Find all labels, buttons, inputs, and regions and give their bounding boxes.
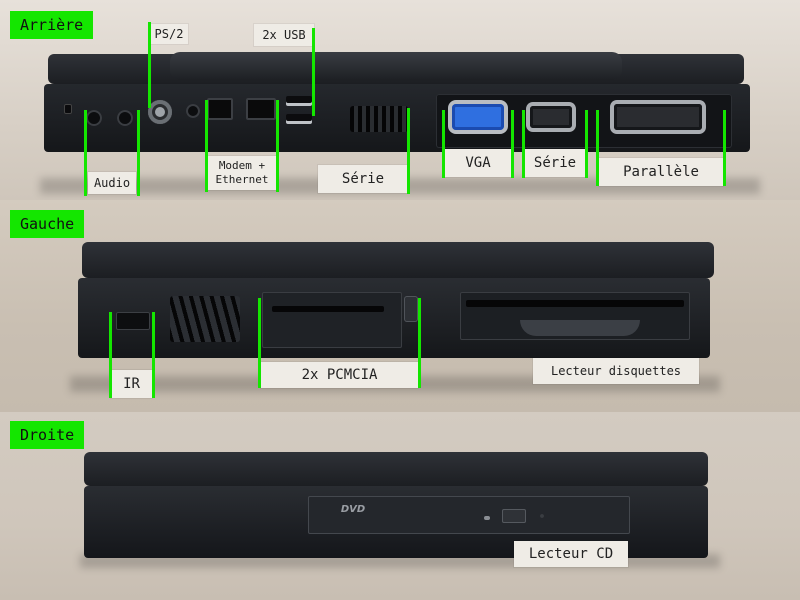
- section-label-left: Gauche: [10, 210, 85, 238]
- cd-emergency-eject: [540, 514, 544, 518]
- back-vent: [350, 106, 408, 132]
- floppy-slot: [466, 300, 684, 307]
- label-ps2: PS/2: [150, 24, 188, 44]
- pcmcia-eject-button: [404, 296, 418, 322]
- label-floppy: Lecteur disquettes: [533, 358, 699, 384]
- photo-right-view: DVD: [0, 412, 800, 600]
- callout-line-serie-back: [407, 108, 410, 194]
- dvd-logo: DVD: [340, 504, 366, 515]
- label-audio: Audio: [88, 172, 136, 194]
- callout-line-parallele-r: [723, 110, 726, 186]
- callout-line-ir-l: [109, 312, 112, 398]
- cd-drive-tray: [308, 496, 630, 534]
- callout-line-vga-l: [442, 110, 445, 178]
- usb-port-1: [286, 96, 312, 106]
- callout-line-pcmcia-r: [418, 298, 421, 388]
- ethernet-port: [246, 98, 276, 120]
- label-serie: Série: [524, 149, 586, 177]
- photo-back-view: [0, 0, 800, 200]
- vga-port: [452, 104, 504, 130]
- callout-line-ps2: [148, 22, 151, 108]
- ps2-port: [148, 100, 172, 124]
- callout-line-modem-r: [276, 100, 279, 192]
- section-label-back: Arrière: [10, 11, 94, 39]
- serial-port: [530, 106, 572, 128]
- label-serie-back: Série: [318, 165, 408, 193]
- side-vent: [170, 296, 240, 342]
- pcmcia-opening: [272, 306, 384, 312]
- label-parallele: Parallèle: [599, 158, 723, 186]
- battery-bump: [170, 52, 622, 80]
- power-jack: [186, 104, 200, 118]
- callout-line-serie-l: [522, 110, 525, 178]
- label-modem-ethernet: Modem + Ethernet: [208, 156, 276, 190]
- callout-line-vga-r: [511, 110, 514, 178]
- photo-left-view: [0, 200, 800, 412]
- audio-jack-2: [117, 110, 133, 126]
- label-pcmcia: 2x PCMCIA: [261, 362, 418, 388]
- modem-port: [207, 98, 233, 120]
- callout-line-modem-l: [205, 100, 208, 192]
- ir-window: [116, 312, 150, 330]
- laptop-lid: [84, 452, 708, 486]
- callout-line-pcmcia-l: [258, 298, 261, 388]
- label-usb: 2x USB: [254, 24, 314, 46]
- label-ir: IR: [111, 370, 152, 398]
- parallel-port: [614, 104, 702, 130]
- callout-line-audio-r: [137, 110, 140, 196]
- label-cd: Lecteur CD: [514, 541, 628, 567]
- usb-port-2: [286, 114, 312, 124]
- pcmcia-slot: [262, 292, 402, 348]
- callout-line-audio-l: [84, 110, 87, 196]
- laptop-lid: [82, 242, 714, 278]
- label-vga: VGA: [445, 149, 511, 177]
- callout-line-usb: [312, 28, 315, 116]
- lock-slot: [64, 104, 72, 114]
- callout-line-serie-r: [585, 110, 588, 178]
- cd-eject-button: [502, 509, 526, 523]
- section-label-right: Droite: [10, 421, 85, 449]
- cd-led: [484, 516, 490, 520]
- callout-line-ir-r: [152, 312, 155, 398]
- floppy-shutter: [520, 320, 640, 336]
- audio-jack-1: [86, 110, 102, 126]
- callout-line-parallele-l: [596, 110, 599, 186]
